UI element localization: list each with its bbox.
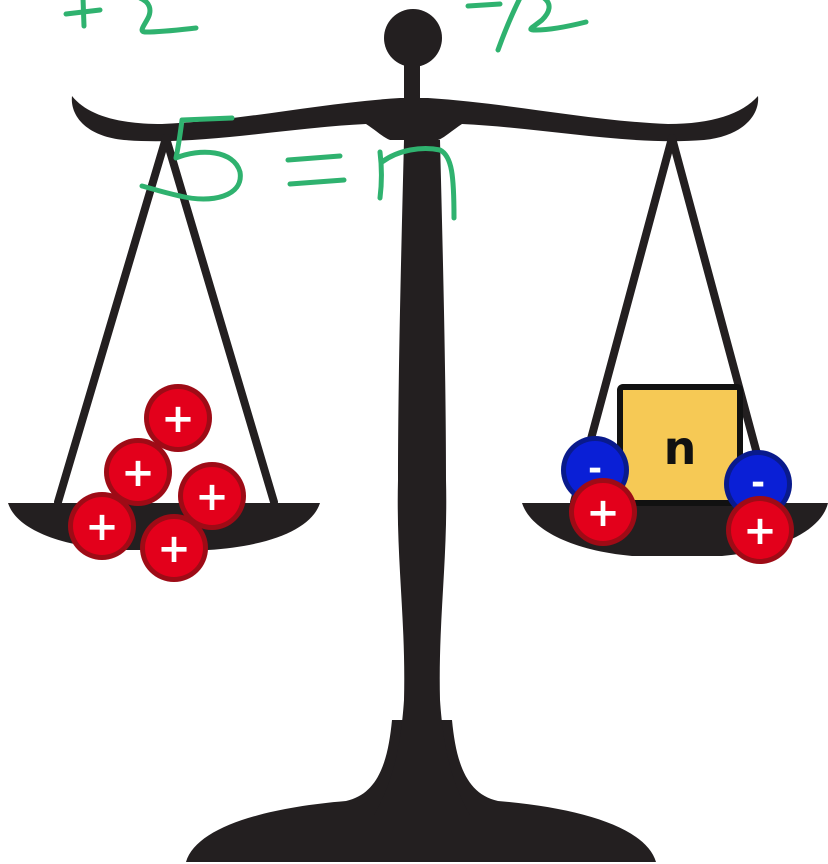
handwritten-annotations bbox=[63, 0, 589, 221]
plus-circle-icon-sign: + bbox=[161, 396, 195, 442]
plus-circle-icon: + bbox=[178, 462, 246, 530]
plus-circle-icon-sign: + bbox=[85, 504, 119, 550]
handwritten-equals bbox=[285, 153, 347, 187]
plus-circle-icon-sign: + bbox=[121, 450, 155, 496]
handwritten-equation bbox=[139, 115, 457, 221]
plus-circle-icon: + bbox=[104, 438, 172, 506]
plus-circle-icon: + bbox=[144, 384, 212, 452]
plus-circle-icon-fill bbox=[145, 519, 203, 577]
scale-top-knob bbox=[384, 9, 442, 67]
plus-circle-icon-sign: + bbox=[743, 508, 777, 554]
handwritten-n bbox=[377, 146, 457, 221]
plus-circle-icon-fill bbox=[109, 443, 167, 501]
plus-circle-icon: + bbox=[569, 478, 637, 546]
variable-tile: n bbox=[617, 384, 743, 506]
plus-circle-icon-fill bbox=[574, 483, 632, 541]
plus-circle-icon-sign: + bbox=[195, 474, 229, 520]
plus-circle-icon-fill bbox=[731, 501, 789, 559]
right-pan-counters: --++ bbox=[561, 436, 794, 564]
plus-circle-icon-sign: + bbox=[586, 490, 620, 536]
scale-column bbox=[374, 140, 470, 815]
plus-circle-icon-fill bbox=[149, 389, 207, 447]
plus-circle-icon-fill bbox=[73, 497, 131, 555]
variable-tile-label: n bbox=[664, 421, 697, 475]
handwritten-five bbox=[139, 115, 243, 202]
plus-circle-icon-fill bbox=[183, 467, 241, 525]
scale-beam bbox=[71, 96, 759, 142]
plus-circle-icon: + bbox=[140, 514, 208, 582]
plus-circle-icon-sign: + bbox=[157, 526, 191, 572]
handwritten-right-plus-two bbox=[465, 0, 589, 53]
left-pan-counters: +++++ bbox=[68, 384, 246, 582]
handwritten-left-plus-two bbox=[63, 0, 199, 35]
plus-circle-icon: + bbox=[726, 496, 794, 564]
minus-circle-icon-sign: - bbox=[751, 463, 765, 503]
scale-neck bbox=[404, 60, 420, 108]
plus-circle-icon: + bbox=[68, 492, 136, 560]
square-tile-icon bbox=[617, 384, 743, 506]
